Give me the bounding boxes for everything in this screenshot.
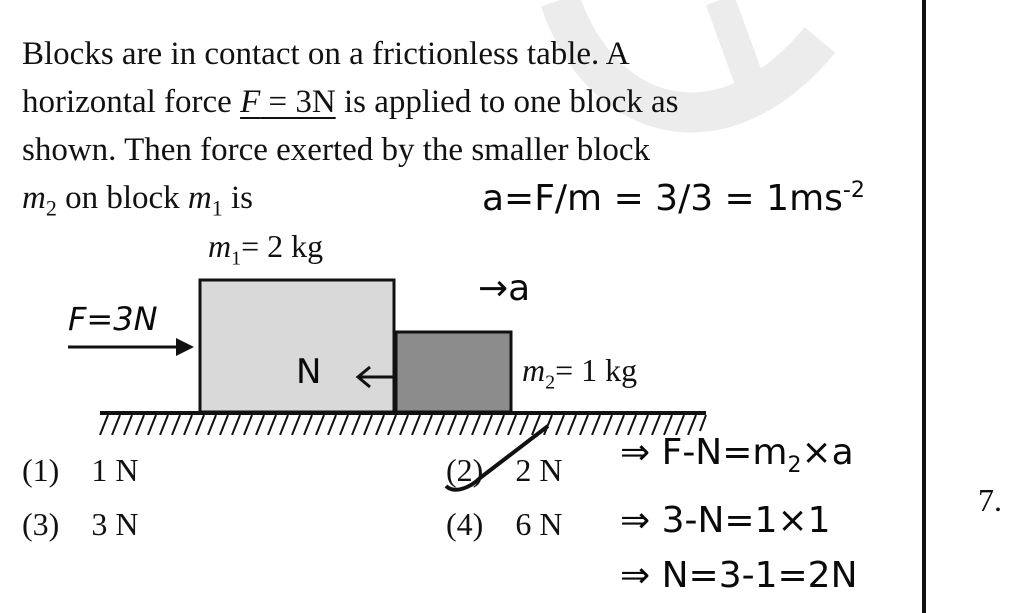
question-number: 7. [978, 482, 1002, 518]
normal-label: N [296, 352, 322, 392]
option-1[interactable]: (1) 1 N [22, 452, 139, 488]
working-step-3: ⇒ N=3-1=2N [620, 555, 858, 596]
question-line-2: horizontal force F = 3N is applied to on… [22, 84, 679, 120]
question-line-1: Blocks are in contact on a frictionless … [22, 36, 630, 72]
question-line-3: shown. Then force exerted by the smaller… [22, 132, 651, 168]
working-step-2: ⇒ 3-N=1×1 [620, 500, 831, 541]
option-4[interactable]: (4) 6 N [446, 506, 563, 542]
normal-arrow [355, 365, 396, 389]
force-arrowhead [176, 338, 194, 356]
table-hatching [99, 414, 707, 435]
question-line-4: m2 on block m1 is [22, 180, 254, 221]
question-text: Blocks are in contact on a frictionless … [22, 30, 902, 233]
working-step-1: ⇒ F-N=m2×a [620, 432, 854, 479]
block-m1 [198, 278, 396, 414]
m1-label: m1= 2 kg [208, 228, 324, 270]
acceleration-equation: a=F/m = 3/3 = 1ms-2 [482, 178, 865, 219]
acceleration-arrow-label: →a [478, 268, 531, 309]
column-divider [922, 0, 926, 613]
m2-label: m2= 1 kg [522, 352, 638, 394]
block-m2 [394, 330, 513, 414]
option-3[interactable]: (3) 3 N [22, 506, 139, 542]
check-mark-icon [444, 424, 550, 492]
blocks-diagram [68, 278, 707, 435]
force-label: F=3N [68, 300, 158, 338]
force-expression: F = 3N [240, 84, 336, 120]
